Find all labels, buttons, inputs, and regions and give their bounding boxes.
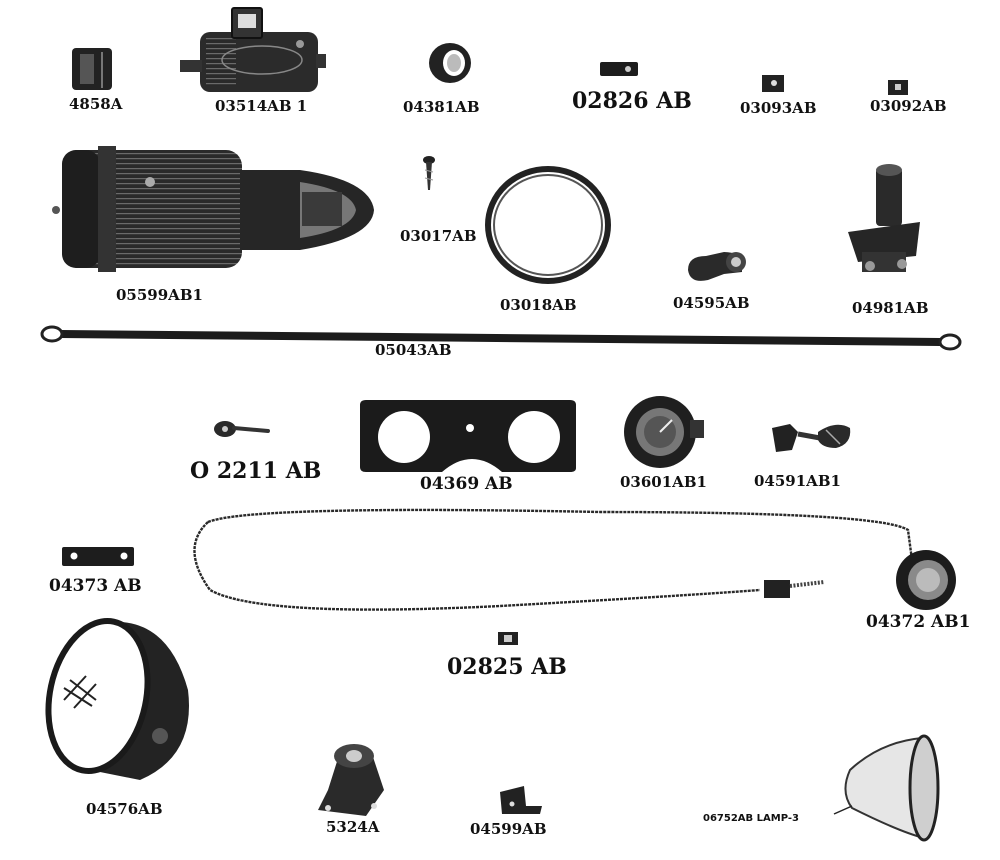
grommet-icon — [429, 43, 471, 83]
lamp-lens-icon — [833, 734, 940, 842]
starter-switch-icon — [848, 164, 920, 272]
part-label: 03017AB — [400, 227, 477, 245]
mounting-strap-icon — [62, 547, 134, 566]
headlamp-icon — [45, 617, 189, 780]
part-label: 03018AB — [500, 296, 577, 314]
switch-key-icon — [772, 424, 851, 452]
generator-icon — [180, 7, 326, 92]
part-label: 05043AB — [375, 341, 452, 359]
small-block-icon — [888, 80, 908, 95]
part-label: 03093AB — [740, 99, 817, 117]
part-label: 04576AB — [86, 800, 163, 818]
ring-band-icon — [485, 166, 611, 284]
instrument-panel-plate-icon — [360, 400, 576, 472]
lamp-bracket-icon — [318, 744, 384, 816]
small-clip-icon — [600, 62, 638, 76]
screw-icon — [423, 156, 435, 190]
part-label: 06752AB LAMP-3 — [703, 813, 799, 824]
elbow-connector-icon — [688, 252, 746, 281]
part-label: 04372 AB1 — [866, 612, 971, 632]
small-clip-icon — [498, 632, 518, 645]
part-label: 4858A — [69, 95, 123, 113]
part-label: 04591AB1 — [754, 472, 841, 490]
starter-motor-icon — [52, 146, 374, 272]
small-block-icon — [762, 75, 784, 92]
part-label: 03514AB 1 — [215, 97, 308, 115]
part-label: 03092AB — [870, 97, 947, 115]
part-label: 02825 AB — [447, 654, 567, 680]
part-label: 05599AB1 — [116, 286, 203, 304]
part-label: 04595AB — [673, 294, 750, 312]
part-label: 5324A — [326, 818, 380, 836]
part-label: 04599AB — [470, 820, 547, 838]
ammeter-gauge-icon — [624, 396, 704, 468]
part-label: 04369 AB — [420, 474, 513, 494]
part-label: O 2211 AB — [190, 458, 322, 484]
part-label: 04381AB — [403, 98, 480, 116]
cylinder-sleeve-icon — [72, 48, 112, 90]
angle-bracket-icon — [500, 786, 542, 814]
battery-cable-icon — [40, 325, 962, 351]
temperature-gauge-icon — [193, 508, 956, 611]
part-label: 03601AB1 — [620, 473, 707, 491]
terminal-icon — [214, 421, 270, 437]
part-label: 02826 AB — [572, 88, 692, 114]
part-label: 04373 AB — [49, 576, 142, 596]
part-label: 04981AB — [852, 299, 929, 317]
